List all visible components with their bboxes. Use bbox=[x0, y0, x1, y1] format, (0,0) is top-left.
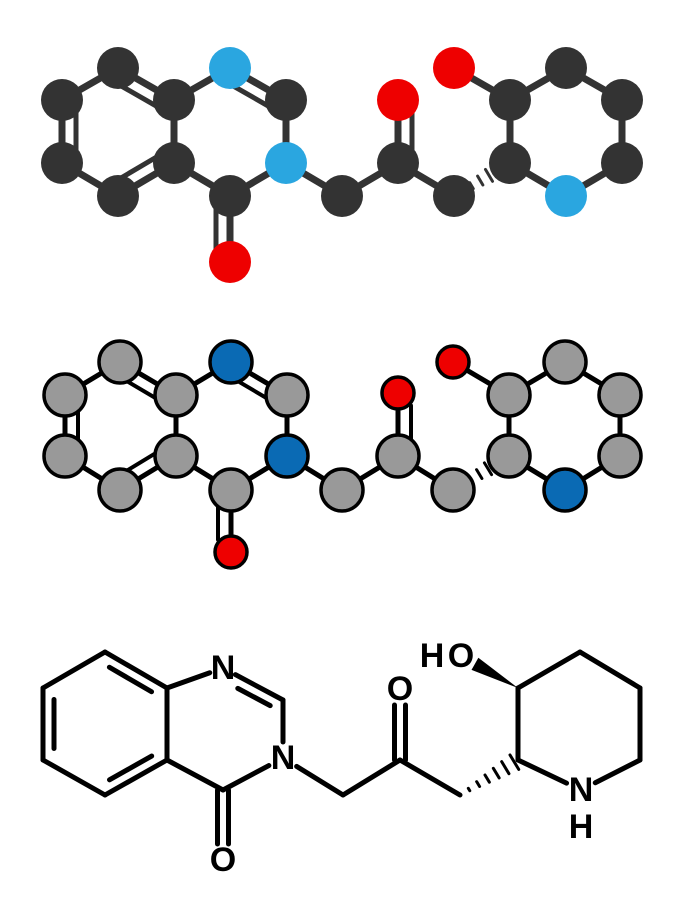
skeletal-bond-inner bbox=[106, 664, 155, 695]
model1-atom-c bbox=[489, 142, 531, 184]
model1-atom-o bbox=[209, 241, 251, 283]
skeletal-bond-hashed bbox=[475, 780, 482, 788]
model1-atom-c bbox=[321, 175, 363, 217]
model1-atom-c bbox=[153, 79, 195, 121]
model2-atom-c bbox=[208, 467, 254, 513]
model2-atom-c bbox=[42, 433, 88, 479]
skeletal-bond bbox=[515, 649, 583, 691]
model2-atom-c bbox=[97, 467, 143, 513]
model1-atom-o bbox=[377, 79, 419, 121]
model2-atom-c bbox=[542, 339, 588, 385]
skeletal-bond bbox=[232, 672, 286, 703]
model2-bond-second bbox=[122, 377, 161, 402]
skeletal-bond bbox=[164, 670, 213, 691]
skeletal-formula: N N O O H O N H bbox=[40, 637, 643, 879]
label-o4: O bbox=[210, 841, 236, 879]
skeletal-bond bbox=[340, 757, 403, 798]
skeletal-bond-hashed bbox=[491, 766, 501, 780]
model1-atom-c bbox=[601, 79, 643, 121]
label-ketone-o: O bbox=[387, 670, 413, 708]
model1-atom-c bbox=[545, 47, 587, 89]
skeletal-bond bbox=[220, 763, 272, 793]
model1-bond-hashed bbox=[484, 167, 494, 183]
model1-bond-hashed bbox=[476, 174, 485, 187]
skeletal-bond bbox=[397, 757, 463, 798]
model2-bond-hashed bbox=[475, 468, 484, 480]
label-piperidine-n: N bbox=[569, 771, 594, 809]
label-piperidine-h: H bbox=[569, 808, 594, 846]
model2-atom-c bbox=[375, 433, 421, 479]
model1-atoms bbox=[41, 47, 643, 283]
model2-atom-c bbox=[97, 339, 143, 385]
skeletal-bond-hashed bbox=[508, 753, 521, 771]
skeletal-bond bbox=[294, 763, 346, 798]
model1-atom-c bbox=[265, 79, 307, 121]
model1-atom-o bbox=[433, 47, 475, 89]
model2-atom-c bbox=[430, 467, 476, 513]
model1-atom-n bbox=[265, 142, 307, 184]
model1-atom-c bbox=[377, 142, 419, 184]
model1-atom-c bbox=[41, 142, 83, 184]
model2-atom-c bbox=[486, 433, 532, 479]
skeletal-bond bbox=[40, 649, 108, 691]
model1-atom-c bbox=[601, 142, 643, 184]
model1-bond-second bbox=[230, 83, 272, 109]
skeletal-bond bbox=[164, 757, 226, 793]
skeletal-bond bbox=[577, 649, 643, 691]
model2-atom-c bbox=[153, 433, 199, 479]
model1-atom-c bbox=[97, 47, 139, 89]
skeletal-bonds bbox=[40, 649, 643, 847]
model1-atom-c bbox=[41, 79, 83, 121]
model2-atom-o bbox=[213, 534, 249, 570]
model1-atom-c bbox=[97, 175, 139, 217]
model1-atom-c bbox=[489, 79, 531, 121]
skeletal-bond bbox=[40, 757, 108, 798]
model2-bond-second bbox=[122, 449, 161, 475]
model1-atom-c bbox=[433, 175, 475, 217]
model1-atom-n bbox=[545, 175, 587, 217]
skeletal-bond-inner bbox=[107, 753, 155, 783]
label-hydroxyl-h: H bbox=[420, 637, 445, 675]
label-n1: N bbox=[211, 649, 236, 687]
model2-atom-c bbox=[264, 372, 310, 418]
model2-bond-second bbox=[233, 377, 272, 402]
model1-atom-c bbox=[153, 142, 195, 184]
skeletal-bond-hashed bbox=[483, 773, 491, 784]
skeletal-bond-wedge bbox=[471, 657, 518, 688]
model2-bond-hashed bbox=[482, 461, 494, 477]
model2-atom-c bbox=[597, 433, 643, 479]
skeletal-bond bbox=[592, 757, 643, 786]
model2-atom-n bbox=[208, 339, 254, 385]
skeletal-bond-hashed bbox=[466, 786, 472, 793]
space-filling-model-dark bbox=[41, 47, 643, 283]
model2-atom-c bbox=[597, 372, 643, 418]
model1-bond-second bbox=[118, 83, 160, 109]
skeletal-bond bbox=[102, 757, 170, 798]
model2-atom-c bbox=[486, 372, 532, 418]
model1-atom-c bbox=[209, 175, 251, 217]
model2-atom-n bbox=[542, 467, 588, 513]
model1-bond-second bbox=[118, 154, 160, 181]
model2-atom-o bbox=[380, 375, 416, 411]
skeletal-atom-labels: N N O O H O N H bbox=[210, 637, 594, 879]
model1-atom-n bbox=[209, 47, 251, 89]
model2-atom-c bbox=[42, 372, 88, 418]
model2-atom-c bbox=[319, 467, 365, 513]
skeletal-bond bbox=[515, 757, 570, 786]
label-hydroxyl-o: O bbox=[448, 637, 474, 675]
skeletal-bond-inner bbox=[235, 685, 273, 709]
skeletal-bond-hashed bbox=[500, 760, 511, 776]
label-n3: N bbox=[271, 739, 296, 777]
skeletal-bond bbox=[102, 649, 170, 691]
model2-atoms bbox=[42, 339, 643, 570]
model2-atom-c bbox=[153, 372, 199, 418]
model2-atom-o bbox=[435, 344, 471, 380]
ball-and-stick-model-outlined bbox=[42, 339, 643, 570]
model2-atom-n bbox=[264, 433, 310, 479]
